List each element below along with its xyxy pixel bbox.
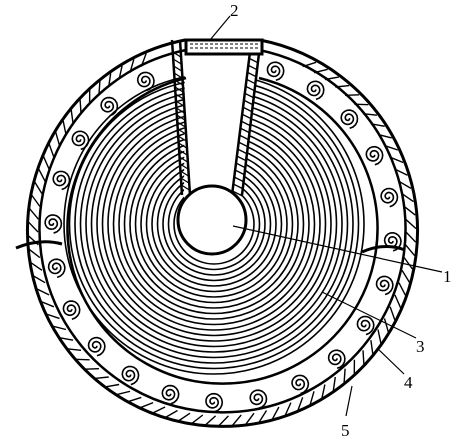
- rim-twist: [345, 95, 359, 96]
- center-hole: [178, 186, 246, 254]
- rim-twist: [354, 104, 368, 105]
- spiral-ornament: [329, 350, 345, 368]
- rim-twist: [205, 416, 216, 425]
- leader-5: [346, 386, 352, 416]
- rim-twist: [105, 385, 119, 387]
- rim-twist: [99, 81, 100, 95]
- rim-twist: [43, 156, 49, 169]
- callout-2: 2: [230, 1, 239, 20]
- leader-4: [377, 348, 404, 374]
- rim-twist: [56, 132, 60, 146]
- spiral-ornament: [206, 394, 222, 412]
- rim-twist: [165, 411, 177, 418]
- callout-5: 5: [341, 421, 350, 439]
- rim-twist: [85, 369, 99, 370]
- spiral-ornament: [307, 81, 323, 99]
- rim-twist: [219, 416, 229, 426]
- slot-left-wall: [172, 40, 190, 195]
- rim-twist: [333, 377, 335, 391]
- rim-twist: [399, 283, 406, 296]
- rim-twist: [385, 318, 389, 332]
- spiral-ornament: [49, 259, 65, 277]
- rim-twist: [395, 295, 401, 308]
- rim-twist: [71, 110, 73, 124]
- rim-twist: [116, 391, 130, 394]
- spiral-ornament: [292, 375, 308, 393]
- rim-twist: [178, 413, 190, 421]
- spiral-ornament: [250, 390, 266, 408]
- rim-twist: [404, 258, 412, 269]
- rim-twist: [192, 415, 203, 424]
- rim-twist: [49, 144, 54, 157]
- rim-twist: [32, 195, 40, 206]
- spiral-ornament: [381, 189, 397, 207]
- right-notch: [362, 246, 405, 252]
- spiral-ornament: [53, 171, 69, 189]
- rim-twist: [371, 340, 373, 354]
- spiral-ornament: [89, 338, 105, 356]
- callout-4: 4: [404, 373, 413, 392]
- spiral-ornament: [366, 147, 382, 165]
- spiral-ornament: [357, 317, 373, 335]
- rim-twist: [406, 245, 415, 256]
- spiral-ornament: [267, 62, 283, 80]
- rim-twist: [363, 350, 364, 364]
- rim-twist: [128, 397, 141, 401]
- rim-twist: [76, 359, 90, 360]
- rim-twist: [153, 407, 166, 413]
- spiral-ornament: [63, 301, 79, 319]
- rim-twist: [29, 208, 38, 219]
- spiral-ornament: [377, 276, 393, 294]
- rim-twist: [390, 307, 395, 320]
- rim-twist: [35, 182, 42, 194]
- rim-twist: [28, 222, 38, 232]
- leader-3: [322, 292, 416, 338]
- rim-twist: [406, 219, 416, 228]
- rim-twist: [232, 415, 241, 426]
- spiral-ornament: [101, 98, 117, 116]
- callout-1: 1: [443, 267, 452, 286]
- rim-twist: [39, 169, 46, 182]
- rim-twist: [63, 121, 66, 135]
- rim-twist: [406, 232, 416, 242]
- callout-3: 3: [416, 337, 425, 356]
- rim-twist: [140, 403, 153, 408]
- spiral-ornament: [162, 386, 178, 404]
- leader-2: [210, 16, 230, 40]
- spiral-ornament: [45, 215, 61, 233]
- spiral-ornament: [122, 367, 138, 385]
- rim-twist: [378, 330, 381, 344]
- spiral-ornament: [341, 110, 357, 128]
- rim-twist: [80, 100, 81, 114]
- rim-twist: [95, 377, 109, 378]
- rim-twist: [402, 270, 409, 282]
- top-bar: [186, 40, 262, 54]
- rim-twist: [344, 369, 345, 383]
